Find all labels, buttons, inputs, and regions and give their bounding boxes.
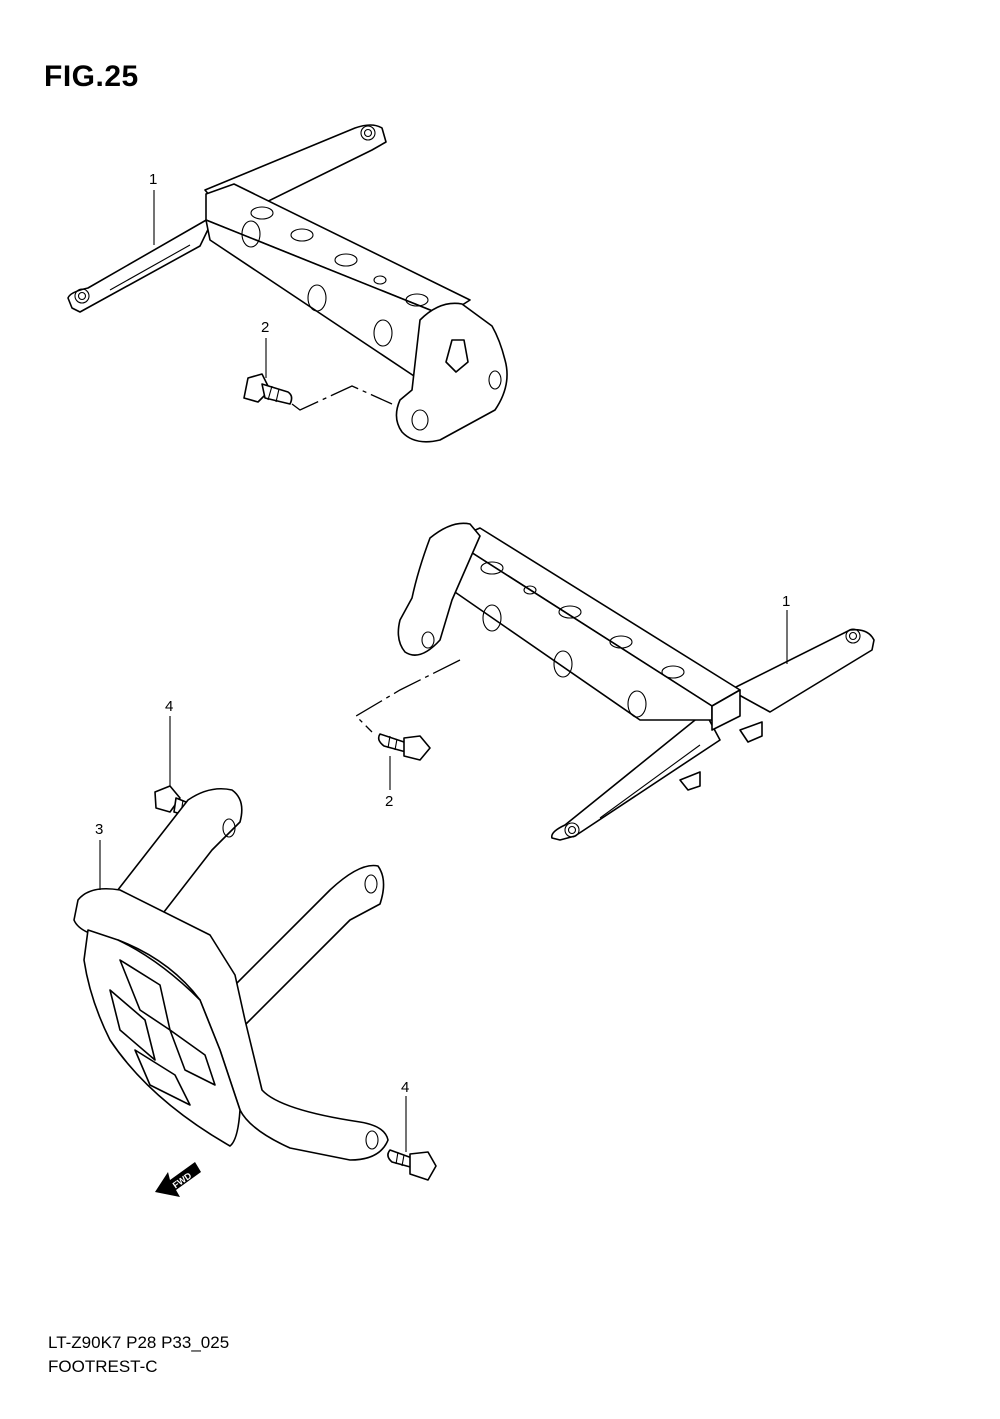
callout-2-lower: 2 [385, 756, 393, 810]
callout-label: 1 [782, 593, 790, 610]
installation-line-upper [291, 385, 393, 411]
bolt-4-lower[interactable] [387, 1149, 437, 1181]
callout-label: 3 [95, 821, 103, 838]
bolt-lower[interactable] [377, 733, 431, 761]
callout-1-upper: 1 [149, 171, 157, 245]
section-name: FOOTREST-C [48, 1357, 158, 1376]
callout-label: 4 [401, 1079, 409, 1096]
callout-4-upper: 4 [165, 698, 173, 786]
footrest-bracket-lower[interactable] [397, 522, 875, 841]
installation-line-lower [354, 659, 461, 733]
callout-label: 2 [261, 319, 269, 336]
forward-direction-arrow: FWD [155, 1162, 201, 1197]
front-guard[interactable] [73, 787, 389, 1161]
callout-label: 1 [149, 171, 157, 188]
callout-2-upper: 2 [261, 319, 269, 378]
model-code: LT-Z90K7 P28 P33_025 [48, 1333, 230, 1352]
callout-1-lower: 1 [782, 593, 790, 664]
callout-label: 4 [165, 698, 173, 715]
footrest-bracket-upper[interactable] [67, 124, 508, 443]
bolt-upper[interactable] [243, 373, 293, 405]
figure-title: FIG.25 [44, 60, 139, 93]
callout-4-lower: 4 [401, 1079, 409, 1152]
callout-label: 2 [385, 793, 393, 810]
callout-3: 3 [95, 821, 103, 890]
